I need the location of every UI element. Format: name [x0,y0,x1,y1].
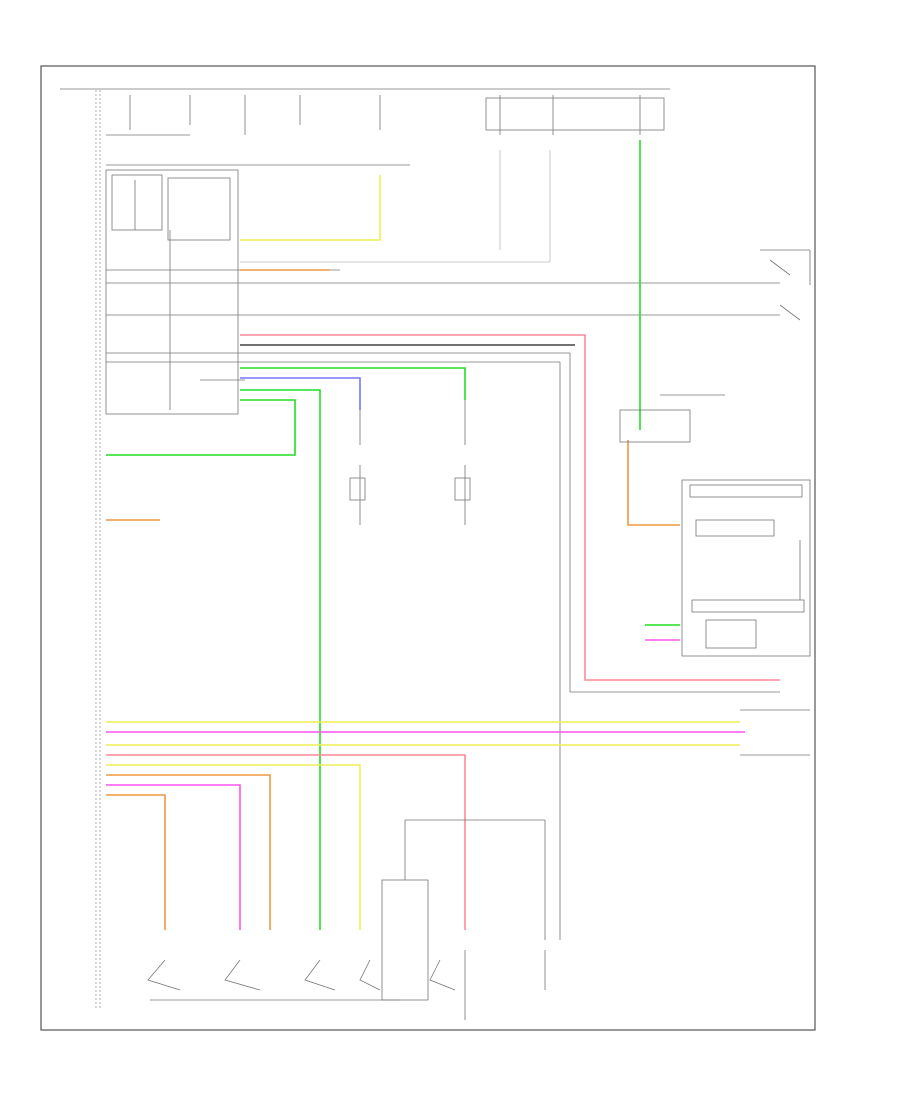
right-module [619,249,811,657]
colored-wires [106,140,780,930]
right-connectors [740,709,810,756]
gray-wire-runs [106,150,780,940]
diagram-frame [40,65,816,1031]
bottom-switches [147,819,546,1020]
mid-components [349,400,471,525]
fuse-header-row [60,88,670,135]
body-control-module [95,90,410,1010]
